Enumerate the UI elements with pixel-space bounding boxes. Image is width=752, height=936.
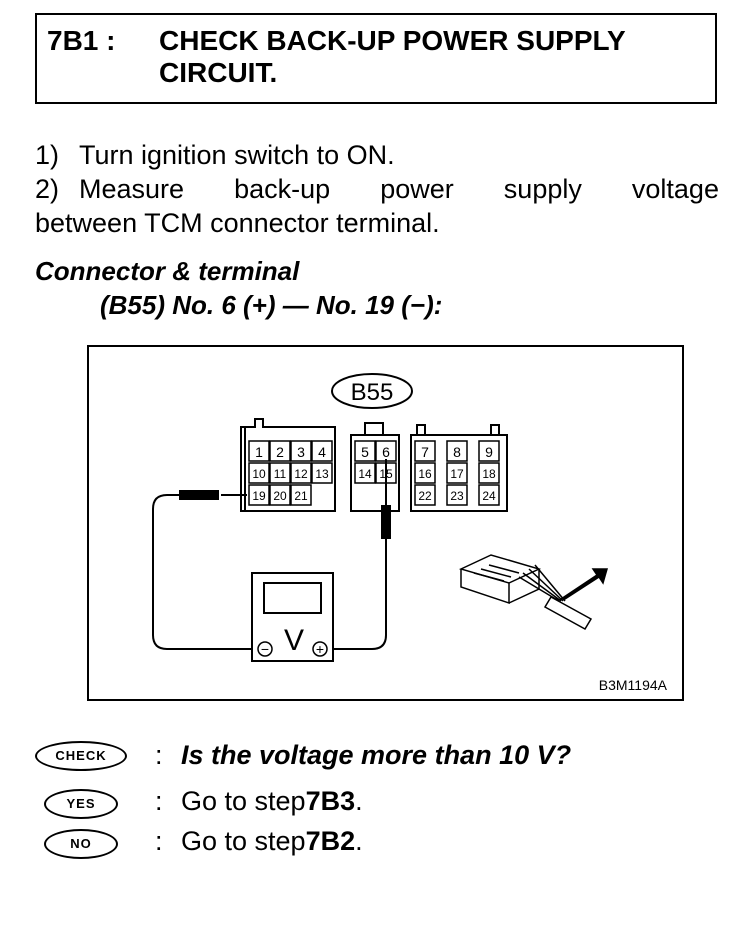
no-colon: : bbox=[155, 825, 163, 856]
terminal-17: 17 bbox=[450, 467, 464, 481]
instruction-1-text: Turn ignition switch to ON. bbox=[79, 140, 395, 170]
voltmeter: V − + bbox=[251, 572, 334, 662]
voltmeter-minus-symbol: − bbox=[261, 641, 269, 657]
no-badge: NO bbox=[44, 828, 118, 859]
yes-badge-wrap: YES bbox=[35, 784, 127, 819]
terminal-11: 11 bbox=[274, 467, 287, 481]
yes-row: YES : Go to step 7B3. bbox=[35, 784, 363, 819]
terminal-8: 8 bbox=[453, 444, 461, 460]
instruction-2-continuation: between TCM connector terminal. bbox=[35, 208, 440, 238]
no-suffix: . bbox=[355, 825, 363, 856]
check-question: Is the voltage more than 10 V? bbox=[181, 740, 572, 770]
voltmeter-plus-terminal bbox=[312, 641, 328, 657]
instruction-1: 1) Turn ignition switch to ON. bbox=[35, 138, 719, 172]
step-title: CHECK BACK-UP POWER SUPPLY CIRCUIT. bbox=[159, 25, 626, 88]
negative-probe bbox=[179, 490, 219, 500]
terminal-2: 2 bbox=[276, 444, 284, 460]
wiring-diagram: B55 1 2 3 4 5 6 bbox=[152, 373, 668, 693]
terminal-10: 10 bbox=[252, 467, 266, 481]
instruction-2-word: back-up bbox=[234, 174, 331, 204]
yes-badge: YES bbox=[44, 788, 118, 819]
no-badge-wrap: NO bbox=[35, 824, 127, 859]
no-target-step: 7B2 bbox=[305, 825, 356, 856]
terminal-1: 1 bbox=[255, 444, 263, 460]
terminal-23: 23 bbox=[450, 489, 464, 503]
connector-sketch bbox=[458, 554, 608, 631]
terminal-numbers: 1 2 3 4 5 6 7 8 9 10 11 12 13 14 15 16 1… bbox=[252, 444, 496, 503]
instruction-2-text: Measure back-up power supply voltage bbox=[79, 172, 719, 206]
connector-label: B55 bbox=[351, 379, 394, 406]
voltmeter-plus-symbol: + bbox=[316, 641, 324, 657]
connector-housing bbox=[240, 418, 508, 512]
positive-probe bbox=[381, 505, 391, 539]
terminal-3: 3 bbox=[297, 444, 305, 460]
yes-prefix: Go to step bbox=[181, 785, 306, 816]
terminal-9: 9 bbox=[485, 444, 493, 460]
step-title-box: 7B1 : CHECK BACK-UP POWER SUPPLY CIRCUIT… bbox=[35, 13, 717, 104]
connector-label-ellipse bbox=[331, 373, 413, 409]
connector-spec: (B55) No. 6 (+) — No. 19 (−): bbox=[100, 290, 443, 320]
instruction-2-word: voltage bbox=[631, 174, 719, 204]
terminal-16: 16 bbox=[418, 467, 432, 481]
voltmeter-display bbox=[263, 582, 322, 614]
voltmeter-symbol: V bbox=[284, 624, 304, 657]
instruction-1-number: 1) bbox=[35, 140, 60, 170]
terminal-6: 6 bbox=[382, 444, 390, 460]
yes-colon: : bbox=[155, 785, 163, 816]
check-colon: : bbox=[155, 740, 163, 770]
no-row: NO : Go to step 7B2. bbox=[35, 824, 363, 859]
connector-heading: Connector & terminal bbox=[35, 256, 300, 286]
terminal-18: 18 bbox=[482, 467, 496, 481]
terminal-5: 5 bbox=[361, 444, 369, 460]
terminal-22: 22 bbox=[418, 489, 432, 503]
terminal-13: 13 bbox=[315, 467, 329, 481]
terminal-12: 12 bbox=[294, 467, 308, 481]
yes-target-step: 7B3 bbox=[305, 785, 356, 816]
voltmeter-minus-terminal bbox=[257, 641, 273, 657]
instruction-2-word: Measure bbox=[79, 174, 185, 204]
terminal-grid bbox=[248, 440, 500, 506]
terminal-7: 7 bbox=[421, 444, 429, 460]
instruction-2-word: power bbox=[380, 174, 454, 204]
instruction-2-word: supply bbox=[503, 174, 582, 204]
instructions: 1) Turn ignition switch to ON. 2) Measur… bbox=[35, 138, 719, 240]
instruction-2-number: 2) bbox=[35, 174, 60, 204]
terminal-24: 24 bbox=[482, 489, 496, 503]
wiring-figure: B55 1 2 3 4 5 6 bbox=[87, 345, 684, 701]
terminal-19: 19 bbox=[252, 489, 266, 503]
terminal-21: 21 bbox=[294, 489, 308, 503]
probe-wires bbox=[152, 459, 391, 650]
check-row: CHECK : Is the voltage more than 10 V? bbox=[35, 740, 571, 771]
yes-suffix: . bbox=[355, 785, 363, 816]
instruction-2-continuation-line: between TCM connector terminal. bbox=[35, 206, 719, 240]
instruction-2: 2) Measure back-up power supply voltage bbox=[35, 172, 719, 206]
terminal-14: 14 bbox=[358, 467, 372, 481]
terminal-20: 20 bbox=[273, 489, 287, 503]
step-id: 7B1 : bbox=[47, 25, 116, 56]
terminal-4: 4 bbox=[318, 444, 326, 460]
no-prefix: Go to step bbox=[181, 825, 306, 856]
figure-code: B3M1194A bbox=[599, 677, 668, 693]
check-badge: CHECK bbox=[35, 740, 127, 771]
